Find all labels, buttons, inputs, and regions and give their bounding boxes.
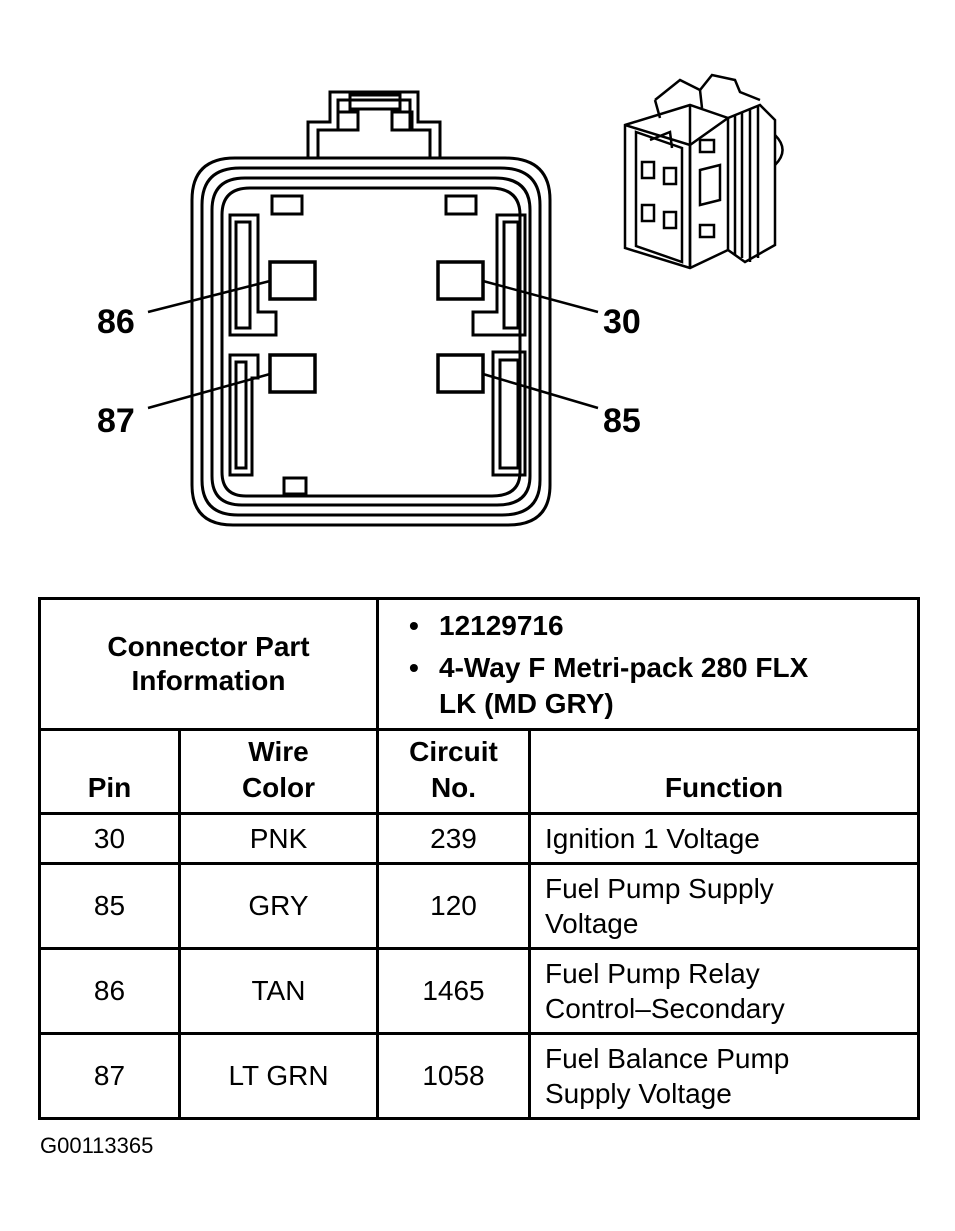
cell-circuit: 239: [376, 812, 531, 865]
cell-function: Fuel Pump Supply Voltage: [527, 862, 921, 950]
table-column-headers: Pin Wire Color Circuit No. Function: [38, 728, 921, 815]
pin-label-87: 87: [97, 402, 135, 440]
function-line2: Voltage: [545, 908, 639, 939]
connector-description: 4-Way F Metri-pack 280 FLX LK (MD GRY): [439, 650, 808, 722]
bullet: •: [409, 652, 419, 683]
circuit-header-line2: No.: [430, 772, 477, 803]
pin-label-86: 86: [97, 303, 135, 341]
pin-header-text: Pin: [87, 772, 132, 803]
cell-circuit: 1058: [376, 1032, 531, 1120]
column-header-function: Function: [527, 728, 921, 815]
table-row: 86 TAN 1465 Fuel Pump Relay Control–Seco…: [38, 947, 921, 1035]
connector-part-details: • 12129716 • 4-Way F Metri-pack 280 FLX …: [375, 597, 921, 731]
cell-pin: 87: [38, 1032, 181, 1120]
connector-isometric-drawing: [623, 73, 784, 270]
cell-wire-color: TAN: [178, 947, 379, 1035]
connector-part-info-label: Connector Part Information: [38, 597, 379, 731]
cell-function: Fuel Pump Relay Control–Secondary: [527, 947, 921, 1035]
function-line1: Fuel Balance Pump: [545, 1043, 790, 1074]
pin-label-30: 30: [603, 303, 641, 341]
cell-pin: 30: [38, 812, 181, 865]
column-header-circuit: Circuit No.: [376, 728, 531, 815]
function-line1: Fuel Pump Supply: [545, 873, 774, 904]
wire-color-header-line2: Color: [241, 772, 316, 803]
connector-part-info-line1: Connector Part: [107, 631, 310, 662]
figure-id: G00113365: [40, 1133, 154, 1158]
cell-pin: 85: [38, 862, 181, 950]
description-line1: 4-Way F Metri-pack 280 FLX: [439, 652, 809, 683]
table-row: 85 GRY 120 Fuel Pump Supply Voltage: [38, 862, 921, 950]
column-header-wire-color: Wire Color: [178, 728, 379, 815]
connector-face-drawing: [190, 90, 552, 527]
part-number: 12129716: [439, 610, 564, 641]
description-line2: LK (MD GRY): [439, 688, 614, 719]
connector-part-info-line2: Information: [131, 665, 286, 696]
circuit-header-line1: Circuit: [409, 736, 498, 767]
function-line1: Fuel Pump Relay: [545, 958, 760, 989]
cell-function: Fuel Balance Pump Supply Voltage: [527, 1032, 921, 1120]
table-row: 87 LT GRN 1058 Fuel Balance Pump Supply …: [38, 1032, 921, 1120]
function-line2: Supply Voltage: [545, 1078, 732, 1109]
bullet: •: [409, 610, 419, 641]
cell-circuit: 1465: [376, 947, 531, 1035]
column-header-pin: Pin: [38, 728, 181, 815]
function-header-text: Function: [664, 772, 784, 803]
function-line1: Ignition 1 Voltage: [545, 823, 760, 854]
cell-function: Ignition 1 Voltage: [527, 812, 921, 865]
function-line2: Control–Secondary: [545, 993, 785, 1024]
cell-wire-color: PNK: [178, 812, 379, 865]
cell-pin: 86: [38, 947, 181, 1035]
description-item: • 4-Way F Metri-pack 280 FLX LK (MD GRY): [409, 650, 907, 722]
cell-circuit: 120: [376, 862, 531, 950]
table-header-connector-info: Connector Part Information • 12129716 • …: [38, 597, 921, 731]
pin-label-85: 85: [603, 402, 641, 440]
table-row: 30 PNK 239 Ignition 1 Voltage: [38, 812, 921, 865]
connector-diagram: 86 87 30 85: [97, 73, 784, 527]
wire-color-header-line1: Wire: [248, 736, 309, 767]
pin-leader-lines: [147, 279, 599, 410]
part-number-item: • 12129716: [409, 608, 907, 644]
cell-wire-color: GRY: [178, 862, 379, 950]
connector-info-table: Connector Part Information • 12129716 • …: [38, 597, 921, 1120]
cell-wire-color: LT GRN: [178, 1032, 379, 1120]
